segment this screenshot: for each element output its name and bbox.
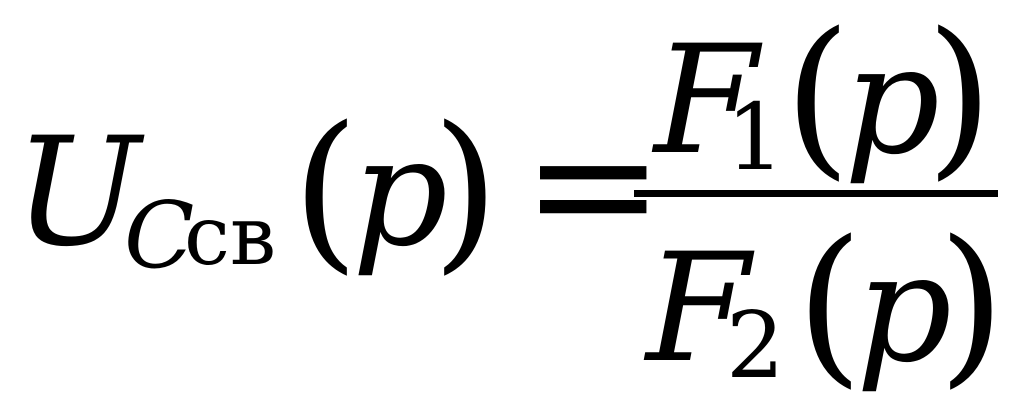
numerator-open-paren: ( [784, 0, 852, 196]
lhs-function-symbol: U [14, 106, 141, 280]
fraction-bar [634, 190, 998, 197]
numerator-close-paren: ) [926, 0, 994, 196]
lhs-close-paren: ) [432, 89, 500, 290]
numerator-function-symbol: F [654, 14, 759, 188]
lhs-open-paren: ( [292, 89, 360, 290]
denominator-function-symbol: F [646, 222, 751, 396]
numerator-subscript: 1 [726, 84, 785, 191]
denominator-variable: p [856, 222, 953, 396]
denominator-subscript: 2 [726, 292, 785, 399]
equals-sign: = [522, 86, 665, 284]
numerator-variable: p [844, 14, 941, 188]
lhs-subscript-upright: св [184, 189, 277, 284]
denominator-close-paren: ) [938, 203, 1006, 404]
lhs-subscript-italic: C [124, 182, 195, 289]
denominator-open-paren: ( [796, 203, 864, 404]
lhs-variable: p [352, 106, 449, 280]
